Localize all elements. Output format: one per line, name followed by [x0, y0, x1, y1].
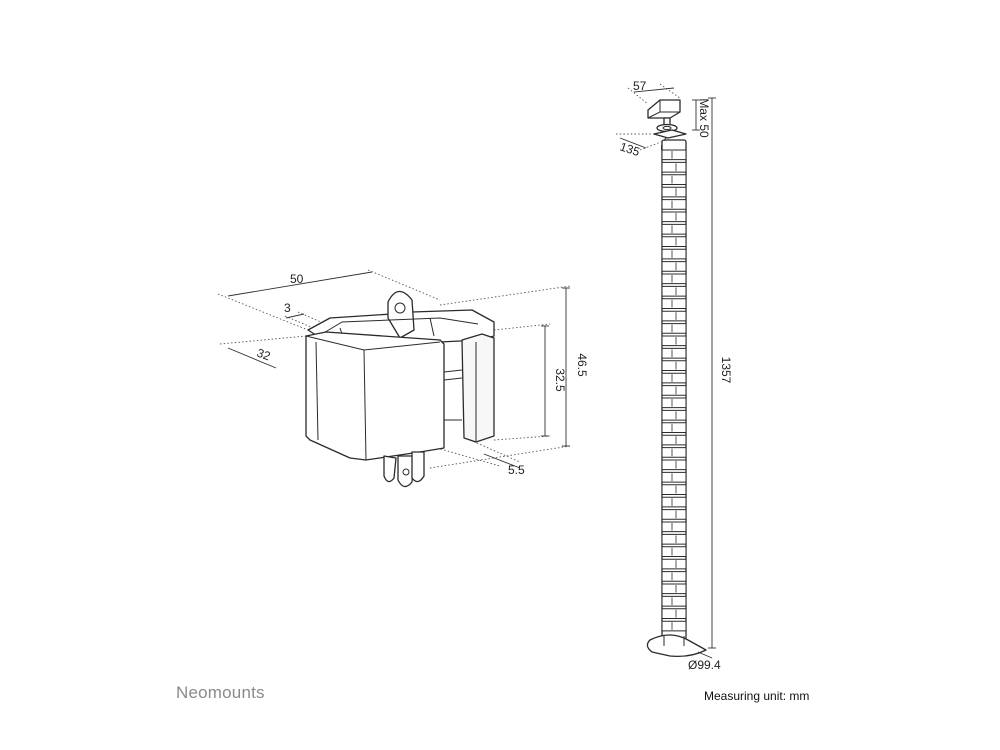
spine-segment [661, 174, 687, 185]
spine-segment [661, 161, 687, 173]
spine-segment [661, 323, 687, 334]
dim-height: 46.5 [575, 353, 589, 377]
spine-segment [661, 509, 687, 520]
spine-segment [661, 595, 687, 607]
brand-logo-text: Neomounts [176, 683, 265, 702]
spine-segment [661, 236, 687, 247]
spine-segment [661, 484, 687, 495]
spine-segment [661, 385, 687, 396]
spine-segment [661, 273, 687, 285]
dim-base-diameter: Ø99.4 [688, 658, 721, 672]
spine-segment [661, 496, 687, 508]
spine-segment [661, 211, 687, 223]
dim-clamp-max: Max 50 [697, 98, 711, 138]
spine-segment [661, 347, 687, 359]
dim-clamp-depth: 135 [618, 140, 642, 160]
spine-segment [661, 186, 687, 198]
spine-segment [661, 285, 687, 297]
spine-segment [661, 397, 687, 409]
spine-segment [661, 248, 687, 260]
spine-segment [661, 521, 687, 533]
dim-depth: 32 [255, 346, 273, 364]
dim-wall: 3 [284, 301, 291, 315]
spine-segment [661, 583, 687, 595]
dim-length: 1357 [719, 357, 733, 384]
spine-segment [661, 558, 687, 570]
spine-segment [661, 223, 687, 235]
spine-segment [661, 409, 687, 421]
spine-segment [661, 434, 687, 446]
spine-segment [661, 533, 687, 545]
spine-segment [661, 620, 687, 632]
dim-width: 50 [290, 272, 304, 286]
spine-segment [661, 447, 687, 458]
spine-segment [661, 261, 687, 272]
spine-segment [661, 335, 687, 347]
spine-segment [661, 199, 687, 210]
spine-segment [661, 310, 687, 322]
spine-segment [661, 298, 687, 309]
spine-segment [661, 571, 687, 582]
spine-segment [661, 422, 687, 433]
spine-segment [661, 546, 687, 557]
spine-segments [661, 149, 687, 632]
dim-inner-height: 32.5 [553, 368, 567, 392]
spine-segment [661, 608, 687, 619]
spine-segment [661, 149, 687, 161]
spine-segment [661, 471, 687, 483]
spine-segment [661, 372, 687, 384]
dim-gap: 5.5 [508, 463, 525, 477]
spine-segment [661, 360, 687, 371]
measuring-unit: Measuring unit: mm [704, 689, 810, 703]
cable-clip-drawing [217, 269, 571, 488]
cable-spine-drawing [616, 83, 716, 659]
spine-segment [661, 459, 687, 471]
dim-clamp-width: 57 [633, 79, 647, 93]
